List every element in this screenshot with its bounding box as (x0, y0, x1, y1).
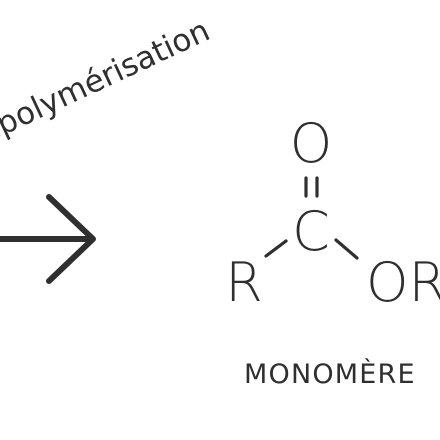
molecule-bonds (264, 176, 359, 260)
arrow-head (46, 194, 96, 284)
carbonyl-oxygen-label: O (290, 112, 333, 175)
monomer-caption: MONOMÈRE (244, 359, 416, 390)
carbon-label: C (292, 200, 330, 263)
reaction-arrow (0, 194, 96, 284)
bond-carbon-oxygen (334, 238, 359, 260)
bond-r-carbon (264, 239, 288, 258)
r-group-label: R (225, 251, 263, 314)
ester-group-label: OR (366, 251, 440, 314)
